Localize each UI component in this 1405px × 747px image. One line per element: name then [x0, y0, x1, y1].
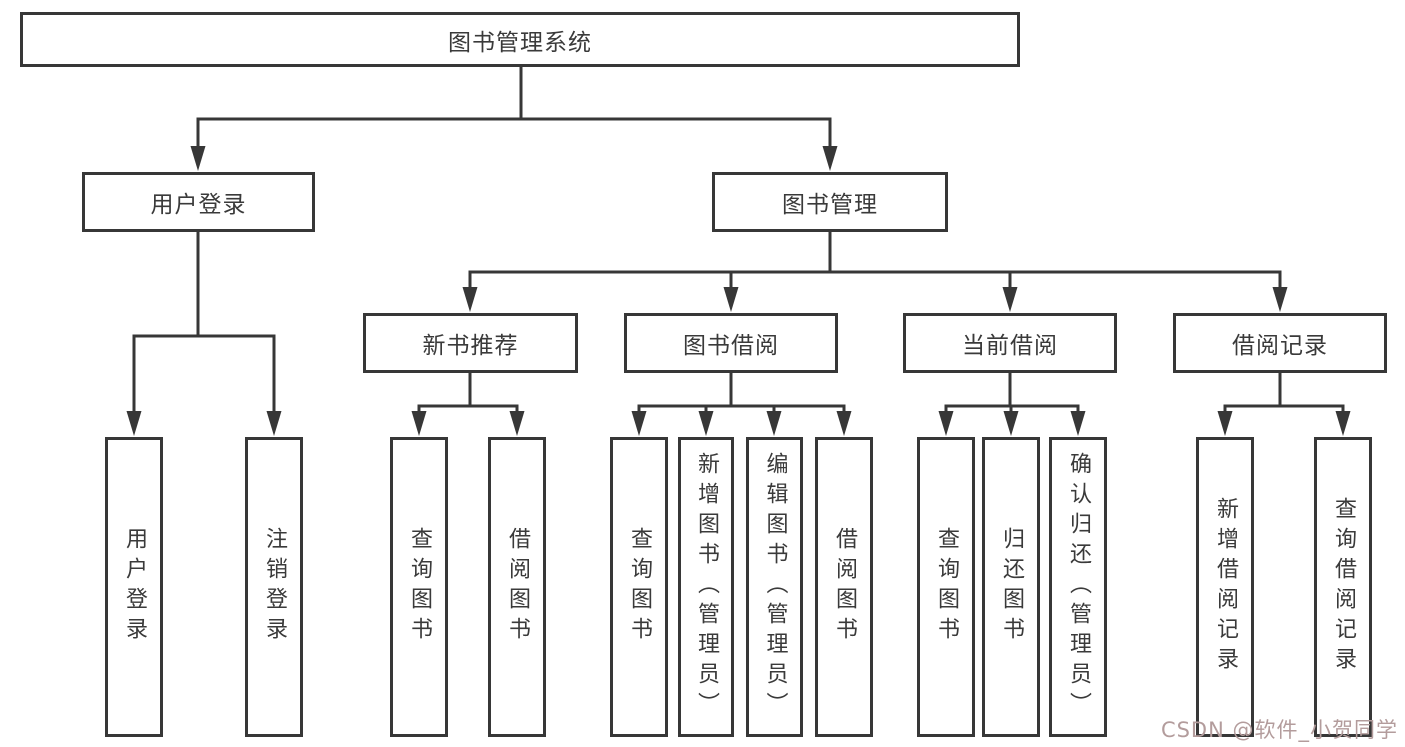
- leaf-query-books-current: 查询图书: [917, 437, 975, 737]
- arrowhead: [266, 411, 282, 436]
- arrowhead: [190, 146, 206, 171]
- leaf-borrow-books-label: 借阅图书: [832, 527, 857, 647]
- node-book-borrow-label: 图书借阅: [683, 333, 779, 359]
- node-book-borrow: 图书借阅: [624, 313, 838, 373]
- node-new-book-recommend-label: 新书推荐: [422, 333, 519, 359]
- arrowhead: [836, 411, 852, 436]
- arrowhead: [1272, 287, 1288, 312]
- leaf-query-books-current-label: 查询图书: [934, 527, 959, 647]
- leaf-query-borrow-record-label: 查询借阅记录: [1331, 497, 1356, 677]
- arrowhead: [698, 411, 714, 436]
- node-user-login: 用户登录: [82, 172, 315, 232]
- leaf-add-borrow-record: 新增借阅记录: [1196, 437, 1254, 737]
- node-current-borrow-label: 当前借阅: [962, 333, 1058, 359]
- arrowhead: [766, 411, 782, 436]
- leaf-query-books-borrow: 查询图书: [610, 437, 668, 737]
- arrowhead: [1070, 411, 1086, 436]
- node-library-management-system-label: 图书管理系统: [448, 29, 592, 56]
- node-borrow-records: 借阅记录: [1173, 313, 1387, 373]
- leaf-borrow-books: 借阅图书: [815, 437, 873, 737]
- leaf-query-books-recommend: 查询图书: [390, 437, 448, 737]
- connectors-borrow-records: [1217, 373, 1351, 436]
- arrowhead: [1335, 411, 1351, 436]
- node-borrow-records-label: 借阅记录: [1232, 333, 1328, 359]
- arrowhead: [509, 411, 525, 436]
- arrowhead: [822, 146, 838, 171]
- connectors-user-login: [126, 232, 282, 436]
- node-current-borrow: 当前借阅: [903, 313, 1117, 373]
- leaf-edit-book-admin: 编辑图书（管理员）: [746, 437, 803, 737]
- leaf-user-login: 用户登录: [105, 437, 163, 737]
- node-book-management-label: 图书管理: [782, 192, 878, 218]
- connectors-book-management: [462, 232, 1288, 312]
- leaf-query-books-recommend-label: 查询图书: [407, 527, 432, 647]
- node-library-management-system: 图书管理系统: [20, 12, 1020, 67]
- connectors-book-borrow: [631, 373, 852, 436]
- leaf-add-book-admin-label: 新增图书（管理员）: [694, 452, 719, 722]
- leaf-return-books-label: 归还图书: [999, 527, 1024, 647]
- arrowhead: [126, 411, 142, 436]
- arrowhead: [1002, 287, 1018, 312]
- leaf-user-login-label: 用户登录: [122, 527, 147, 647]
- arrowhead: [1003, 411, 1019, 436]
- leaf-query-borrow-record: 查询借阅记录: [1314, 437, 1372, 737]
- watermark-csdn: CSDN @软件_小贺同学: [1160, 718, 1398, 742]
- leaf-return-books: 归还图书: [982, 437, 1040, 737]
- leaf-confirm-return-admin: 确认归还（管理员）: [1049, 437, 1107, 737]
- arrowhead: [723, 287, 739, 312]
- leaf-borrow-books-recommend: 借阅图书: [488, 437, 546, 737]
- connectors-current-borrow: [938, 373, 1086, 436]
- arrowhead: [411, 411, 427, 436]
- leaf-add-borrow-record-label: 新增借阅记录: [1213, 497, 1238, 677]
- arrowhead: [1217, 411, 1233, 436]
- node-user-login-label: 用户登录: [150, 192, 247, 218]
- leaf-confirm-return-admin-label: 确认归还（管理员）: [1066, 452, 1091, 722]
- leaf-edit-book-admin-label: 编辑图书（管理员）: [762, 452, 788, 722]
- leaf-borrow-books-recommend-label: 借阅图书: [505, 527, 530, 647]
- arrowhead: [631, 411, 647, 436]
- connectors-new-book: [411, 373, 525, 436]
- node-new-book-recommend: 新书推荐: [363, 313, 578, 373]
- leaf-logout-label: 注销登录: [262, 527, 287, 647]
- leaf-add-book-admin: 新增图书（管理员）: [678, 437, 734, 737]
- arrowhead: [938, 411, 954, 436]
- node-book-management: 图书管理: [712, 172, 948, 232]
- leaf-logout: 注销登录: [245, 437, 303, 737]
- connectors-root-to-level2: [190, 67, 838, 171]
- leaf-query-books-borrow-label: 查询图书: [627, 527, 652, 647]
- arrowhead: [462, 287, 478, 312]
